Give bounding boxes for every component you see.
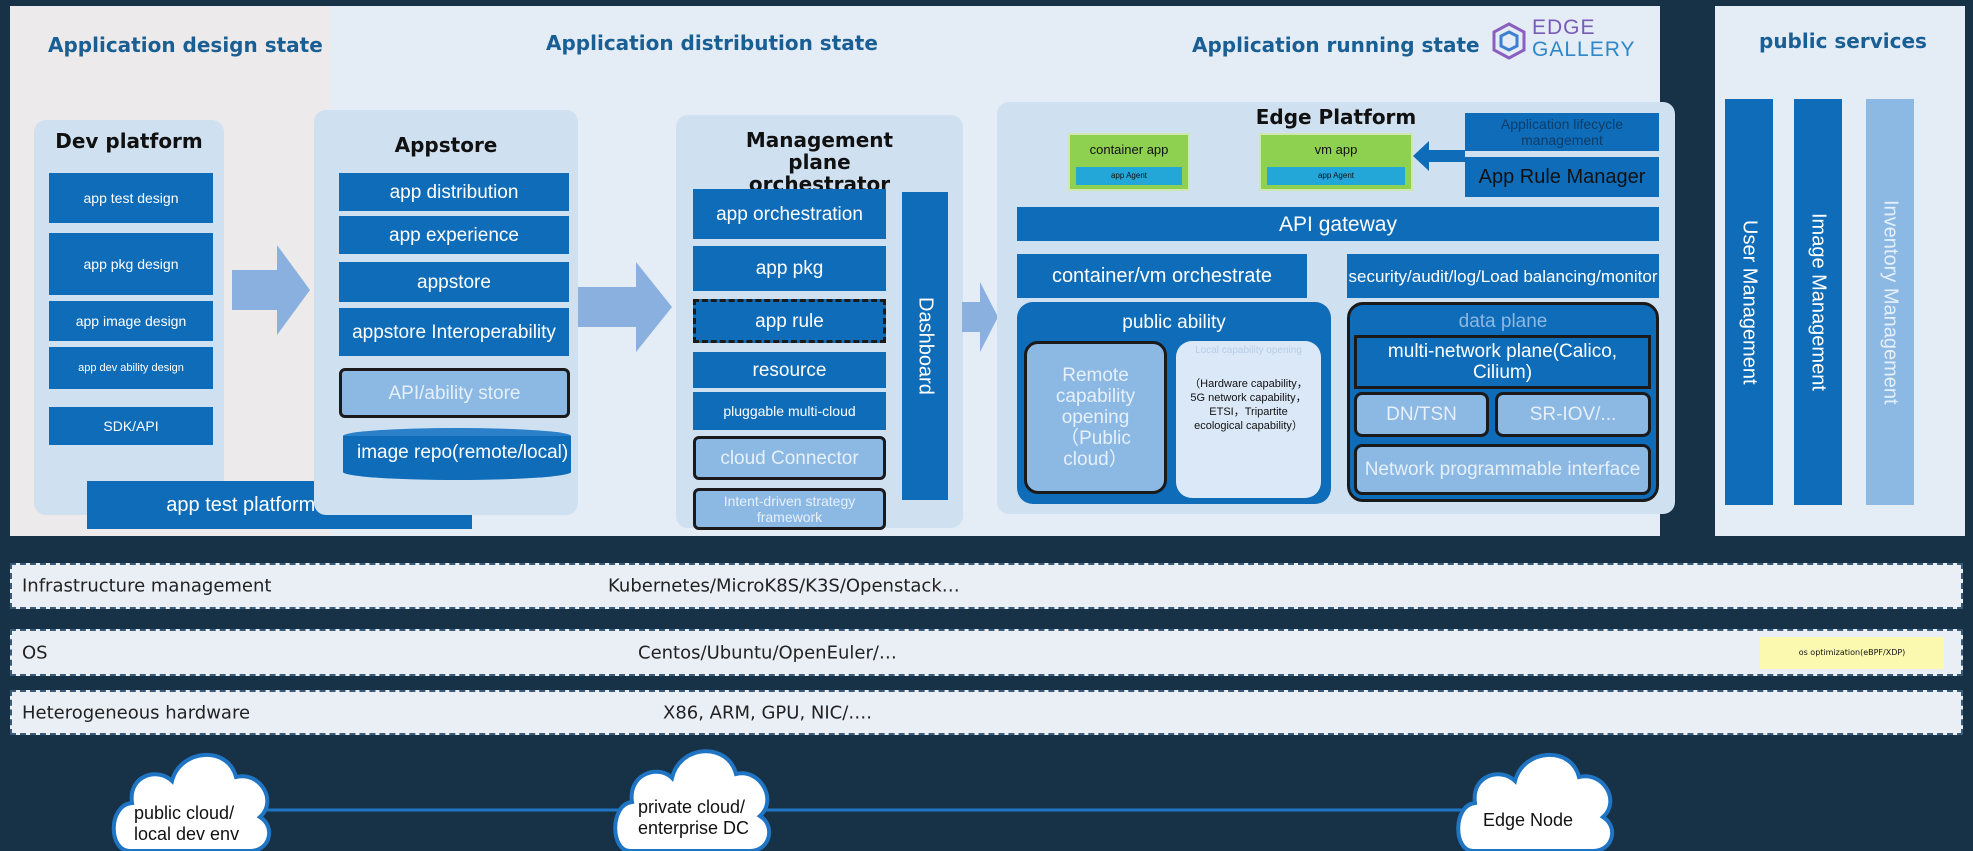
mgmt-item-cloud-connector[interactable]: cloud Connector [693,436,886,480]
os-optimization-note: os optimization(eBPF/XDP) [1760,637,1944,669]
edge-gallery-logo: EDGE GALLERY [1492,16,1652,66]
edge-node-label: Edge Node [1483,810,1574,830]
appstore-item-appstore[interactable]: appstore [339,262,569,302]
appstore-item-experience[interactable]: app experience [339,216,569,254]
os-value: Centos/Ubuntu/OpenEuler/… [638,642,897,663]
arrow-rule-to-vm [1413,141,1465,171]
mgmt-item-pluggable-multicloud[interactable]: pluggable multi-cloud [693,392,886,430]
hardware-row: Heterogeneous hardware X86, ARM, GPU, NI… [10,690,1963,735]
appstore-item-interoperability[interactable]: appstore Interoperability [339,308,569,356]
image-repo-cylinder[interactable]: image repo(remote/local) [343,428,571,480]
cloud-icon [613,749,771,851]
cylinder-bottom [343,464,571,480]
dashboard-bar[interactable]: Dashboard [902,192,948,500]
appstore-item-distribution[interactable]: app distribution [339,173,569,211]
lifecycle-management[interactable]: Application lifecycle management [1465,113,1659,151]
dev-platform-title: Dev platform [55,129,203,153]
data-plane-title: data plane [1458,311,1548,332]
infra-management-value: Kubernetes/MicroK8S/K3S/Openstack… [608,575,960,597]
mgmt-item-resource[interactable]: resource [693,352,886,388]
vm-app-box[interactable]: vm app app Agent [1259,133,1413,191]
public-cloud-label: public cloud/ local dev env [134,803,240,844]
design-state-header: Application design state [48,33,323,57]
edge-gallery-logo-mark [1492,22,1526,60]
local-capability-opening[interactable]: Local capability opening （Hardware capab… [1176,341,1321,498]
dev-item-image-design[interactable]: app image design [49,301,213,341]
appstore-title: Appstore [394,133,498,157]
container-app-agent: app Agent [1076,167,1182,185]
logo-line1: EDGE [1532,16,1596,39]
mgmt-item-app-pkg[interactable]: app pkg [693,246,886,291]
os-label: OS [22,642,48,663]
dev-item-pkg-design[interactable]: app pkg design [49,233,213,295]
vm-app-label: vm app [1314,142,1358,157]
public-services-header: public services [1759,29,1927,53]
running-state-header: Application running state [1192,33,1480,57]
api-ability-store[interactable]: API/ability store [339,368,570,418]
vm-app-agent: app Agent [1267,167,1405,185]
local-capability-body: （Hardware capability，5G network capabili… [1189,378,1308,432]
container-app-label: container app [1089,142,1169,157]
network-programmable-interface[interactable]: Network programmable interface [1354,444,1651,495]
edge-platform-title: Edge Platform [1255,105,1417,129]
multi-network-plane[interactable]: multi-network plane(Calico, Cilium) [1354,335,1651,389]
cloud-connection-lines [265,808,1470,812]
cloud-icon [111,752,272,851]
app-rule-manager[interactable]: App Rule Manager [1465,157,1659,197]
image-repo-label: image repo(remote/local) [357,442,569,463]
user-management[interactable]: User Management [1725,99,1773,505]
api-gateway[interactable]: API gateway [1017,207,1659,241]
hardware-value: X86, ARM, GPU, NIC/…. [663,702,873,723]
edge-node[interactable]: Edge Node [1455,745,1615,851]
hardware-label: Heterogeneous hardware [22,702,251,723]
dev-item-sdk-api[interactable]: SDK/API [49,407,213,445]
container-vm-orchestrate[interactable]: container/vm orchestrate [1017,254,1307,298]
infra-management-label: Infrastructure management [22,575,272,597]
image-management[interactable]: Image Management [1794,99,1842,505]
infra-management-row: Infrastructure management Kubernetes/Mic… [10,563,1963,609]
arrow-appstore-to-mgmt [578,262,672,352]
mgmt-item-intent-driven[interactable]: Intent-driven strategy framework [693,488,886,530]
public-ability-title: public ability [1122,312,1226,333]
mgmt-orchestrator-title: Management plane orchestrator [745,128,894,196]
dev-item-test-design[interactable]: app test design [49,173,213,223]
local-capability-title: Local capability opening [1195,345,1302,356]
security-audit-log[interactable]: security/audit/log/Load balancing/monito… [1347,254,1659,298]
mgmt-item-app-rule[interactable]: app rule [693,299,886,343]
arrow-mgmt-to-edge [962,282,998,352]
cloud-icon [1456,752,1615,851]
logo-line2: GALLERY [1532,38,1636,61]
arrow-design-to-distribution [232,245,310,335]
mgmt-item-app-orchestration[interactable]: app orchestration [693,189,886,239]
distribution-state-header: Application distribution state [546,31,878,55]
public-cloud-node[interactable]: public cloud/ local dev env [110,745,275,851]
inventory-management[interactable]: Inventory Management [1866,99,1914,505]
remote-capability-opening[interactable]: Remote capability opening （Public cloud） [1024,341,1167,494]
container-app-box[interactable]: container app app Agent [1068,133,1190,191]
os-row: OS Centos/Ubuntu/OpenEuler/… os optimiza… [10,629,1963,676]
private-cloud-node[interactable]: private cloud/ enterprise DC [612,742,772,851]
sr-iov[interactable]: SR-IOV/... [1495,392,1651,437]
dev-item-dev-ability-design[interactable]: app dev ability design [49,347,213,389]
dn-tsn[interactable]: DN/TSN [1354,392,1489,437]
private-cloud-label: private cloud/ enterprise DC [638,797,750,838]
